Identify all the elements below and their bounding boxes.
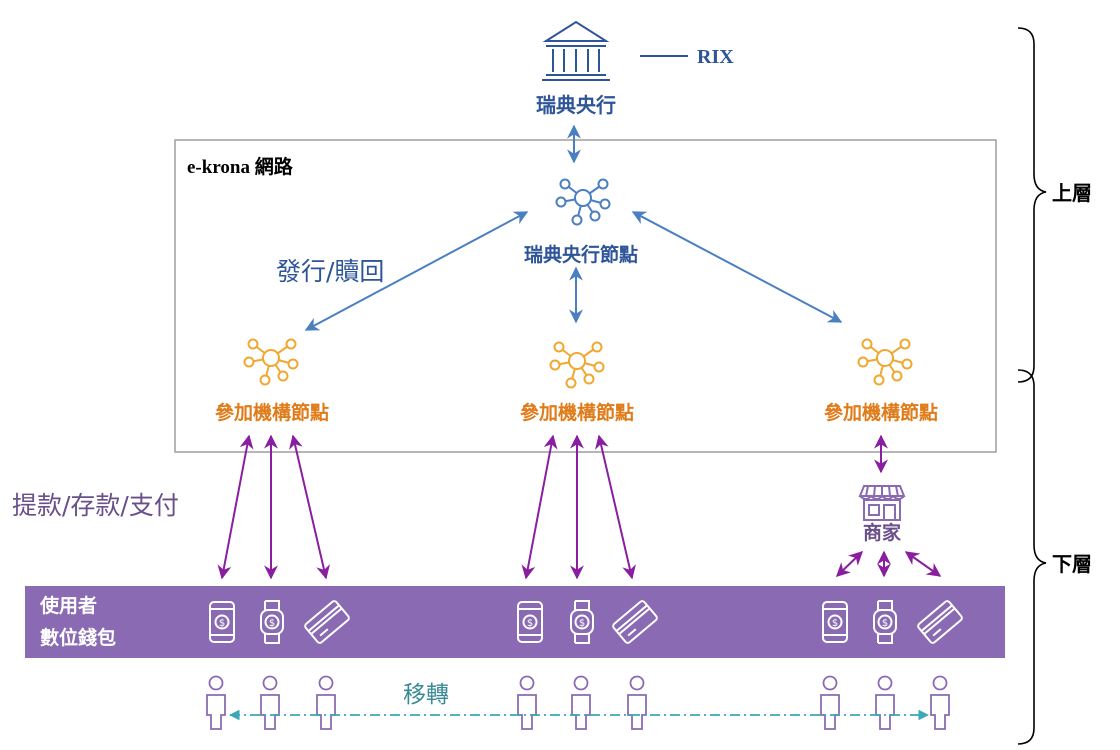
- arrow-purple: [521, 434, 558, 580]
- upper-layer-brace: [1017, 27, 1047, 383]
- withdraw-deposit-label: 提款/存款/支付: [12, 491, 179, 520]
- arrow-purple: [835, 551, 864, 577]
- arrow-node-to-participant-3: [631, 211, 843, 323]
- lower-layer-brace: [1017, 369, 1047, 745]
- network-node-icon: [549, 341, 605, 389]
- person-icon: [627, 675, 647, 730]
- person-icon: [517, 675, 537, 730]
- person-icon: [316, 675, 336, 730]
- person-icon: [930, 675, 950, 730]
- wallet-label-line2: 數位錢包: [40, 626, 116, 649]
- arrow-node-to-participant-1: [304, 211, 529, 331]
- network-node-icon: [243, 338, 299, 386]
- lower-layer-label: 下層: [1052, 552, 1092, 576]
- network-node-icon: [857, 338, 913, 386]
- participant-wallet-arrows: [217, 434, 942, 580]
- merchant-label: 商家: [863, 521, 902, 544]
- arrow-purple: [904, 551, 942, 577]
- ekrona-network-box: [174, 139, 997, 453]
- wallet-band: [25, 586, 1005, 658]
- person-icon: [206, 675, 226, 730]
- participant-label-2: 參加機構節點: [520, 401, 634, 424]
- network-node-icon: [555, 178, 611, 226]
- central-bank-label: 瑞典央行: [536, 93, 616, 117]
- participant-label-3: 參加機構節點: [824, 401, 938, 424]
- network-title: e-krona 網路: [187, 155, 294, 178]
- person-icon: [260, 675, 280, 730]
- wallet-label-line1: 使用者: [39, 595, 97, 617]
- participant-label-1: 參加機構節點: [215, 401, 329, 424]
- person-icon: [571, 675, 591, 730]
- arrow-purple: [289, 434, 330, 580]
- upper-layer-label: 上層: [1052, 181, 1092, 205]
- central-node-label: 瑞典央行節點: [524, 243, 638, 266]
- bank-icon: [542, 20, 610, 81]
- arrow-purple: [595, 434, 636, 580]
- issue-redeem-label: 發行/贖回: [276, 257, 384, 286]
- person-icon: [820, 675, 840, 730]
- arrow-purple: [217, 434, 254, 580]
- transfer-label: 移轉: [403, 682, 449, 708]
- rix-label: RIX: [697, 46, 734, 68]
- person-icon: [875, 675, 895, 730]
- store-icon: [858, 485, 906, 521]
